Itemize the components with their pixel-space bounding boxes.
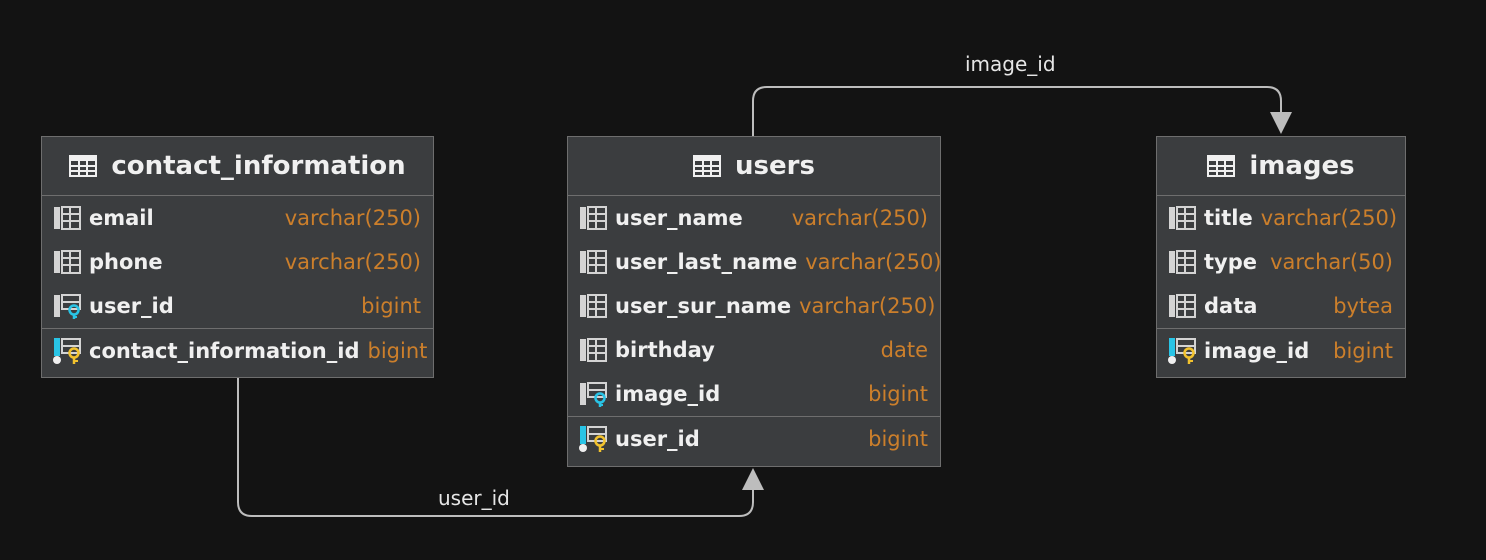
entity-title: users: [735, 151, 815, 181]
column-row-user-id[interactable]: user_id bigint: [42, 284, 433, 328]
column-row-user-last-name[interactable]: user_last_name varchar(250): [568, 240, 942, 284]
column-icon: [1168, 203, 1198, 233]
column-icon: [1168, 247, 1198, 277]
column-name: user_last_name: [615, 250, 798, 274]
column-type: varchar(250): [791, 206, 928, 230]
column-icon: [1168, 291, 1198, 321]
foreign-key-column-icon: [53, 291, 83, 321]
column-icon: [579, 247, 609, 277]
column-row-user-name[interactable]: user_name varchar(250): [568, 196, 940, 240]
column-type: bigint: [868, 382, 928, 406]
column-row-user-sur-name[interactable]: user_sur_name varchar(250): [568, 284, 940, 328]
column-icon: [579, 335, 609, 365]
column-name: user_sur_name: [615, 294, 792, 318]
column-row-phone[interactable]: phone varchar(250): [42, 240, 433, 284]
column-row-email[interactable]: email varchar(250): [42, 196, 433, 240]
column-row-data[interactable]: data bytea: [1157, 284, 1405, 328]
column-icon: [53, 203, 83, 233]
column-icon: [579, 203, 609, 233]
entity-users[interactable]: users user_name varchar(250) user_last_n…: [567, 136, 942, 467]
relation-label-user-id: user_id: [438, 486, 510, 510]
relation-label-image-id: image_id: [965, 52, 1056, 76]
column-row-image-id[interactable]: image_id bigint: [568, 372, 940, 416]
column-name: type: [1204, 250, 1258, 274]
column-row-contact-information-id[interactable]: contact_information_id bigint: [42, 328, 433, 373]
column-name: phone: [89, 250, 163, 274]
entity-images[interactable]: images title varchar(250) type varchar(5…: [1156, 136, 1406, 378]
column-type: bigint: [361, 294, 421, 318]
entity-header: contact_information: [42, 137, 433, 196]
column-name: title: [1204, 206, 1253, 230]
column-row-type[interactable]: type varchar(50): [1157, 240, 1405, 284]
column-row-user-id[interactable]: user_id bigint: [568, 416, 940, 461]
column-row-title[interactable]: title varchar(250): [1157, 196, 1405, 240]
column-name: image_id: [1204, 339, 1310, 363]
column-type: varchar(50): [1270, 250, 1393, 274]
column-name: birthday: [615, 338, 715, 362]
table-icon: [69, 155, 98, 177]
column-type: varchar(250): [284, 206, 421, 230]
column-type: varchar(250): [1260, 206, 1398, 230]
primary-key-column-icon: [53, 336, 83, 366]
entity-contact-information[interactable]: contact_information email varchar(250) p…: [41, 136, 434, 378]
column-name: user_id: [615, 427, 700, 451]
entity-header: images: [1157, 137, 1405, 196]
column-type: date: [880, 338, 928, 362]
column-name: user_id: [89, 294, 174, 318]
link-arrowhead-images: [1270, 112, 1292, 134]
column-type: varchar(250): [799, 294, 936, 318]
foreign-key-column-icon: [579, 379, 609, 409]
column-name: data: [1204, 294, 1258, 318]
column-name: contact_information_id: [89, 339, 360, 363]
column-icon: [53, 247, 83, 277]
column-type: bytea: [1333, 294, 1393, 318]
column-type: varchar(250): [284, 250, 421, 274]
entity-title: contact_information: [111, 151, 406, 181]
entity-header: users: [568, 137, 940, 196]
table-icon: [1207, 155, 1236, 177]
link-contact-to-users[interactable]: [237, 378, 754, 517]
column-name: email: [89, 206, 154, 230]
entity-title: images: [1249, 151, 1355, 181]
column-name: image_id: [615, 382, 721, 406]
column-row-birthday[interactable]: birthday date: [568, 328, 940, 372]
column-icon: [579, 291, 609, 321]
column-row-image-id[interactable]: image_id bigint: [1157, 328, 1405, 373]
column-type: bigint: [1333, 339, 1393, 363]
table-icon: [693, 155, 722, 177]
primary-key-column-icon: [579, 424, 609, 454]
link-users-to-images[interactable]: [752, 86, 1282, 137]
primary-key-column-icon: [1168, 336, 1198, 366]
column-name: user_name: [615, 206, 743, 230]
column-type: bigint: [367, 339, 428, 363]
column-type: varchar(250): [805, 250, 942, 274]
column-type: bigint: [868, 427, 928, 451]
link-arrowhead-users: [742, 468, 764, 490]
